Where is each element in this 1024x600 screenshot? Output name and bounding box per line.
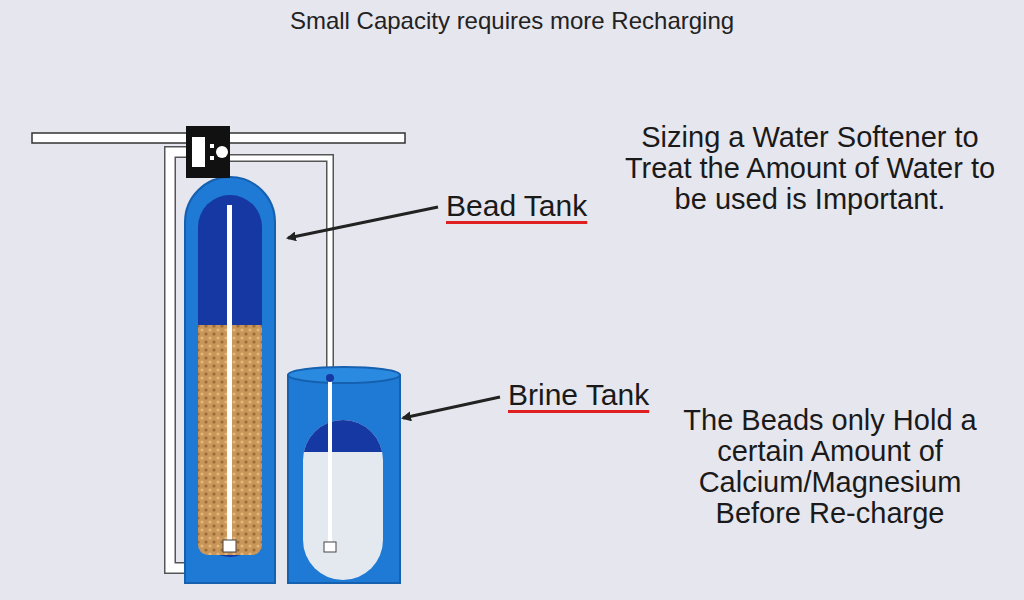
- part-label: Brine Tank: [508, 377, 649, 413]
- brine-valve: [324, 542, 336, 552]
- brine-pickup-tube: [328, 380, 332, 545]
- tube-fitting: [326, 374, 334, 382]
- salt: [303, 420, 383, 580]
- leader-arrow: [288, 207, 438, 238]
- valve-knob: [216, 146, 228, 158]
- part-label: Bead Tank: [446, 188, 587, 224]
- distributor: [223, 540, 236, 552]
- brine-tank-lid: [288, 367, 400, 383]
- note-text: The Beads only Hold a certain Amount of …: [660, 405, 1000, 529]
- note-text: Sizing a Water Softener to Treat the Amo…: [622, 122, 998, 215]
- valve-dot: [210, 144, 214, 148]
- bead-tank-window: [198, 195, 262, 557]
- leader-arrow: [403, 397, 500, 418]
- riser-tube: [227, 205, 232, 542]
- diagram-title: Small Capacity requires more Recharging: [0, 6, 1024, 36]
- brine-tank: [288, 375, 400, 583]
- brine-water: [303, 420, 383, 452]
- bead-tank: [185, 177, 275, 583]
- valve-display: [192, 137, 205, 167]
- valve-dot: [210, 156, 214, 160]
- control-valve: [186, 126, 230, 178]
